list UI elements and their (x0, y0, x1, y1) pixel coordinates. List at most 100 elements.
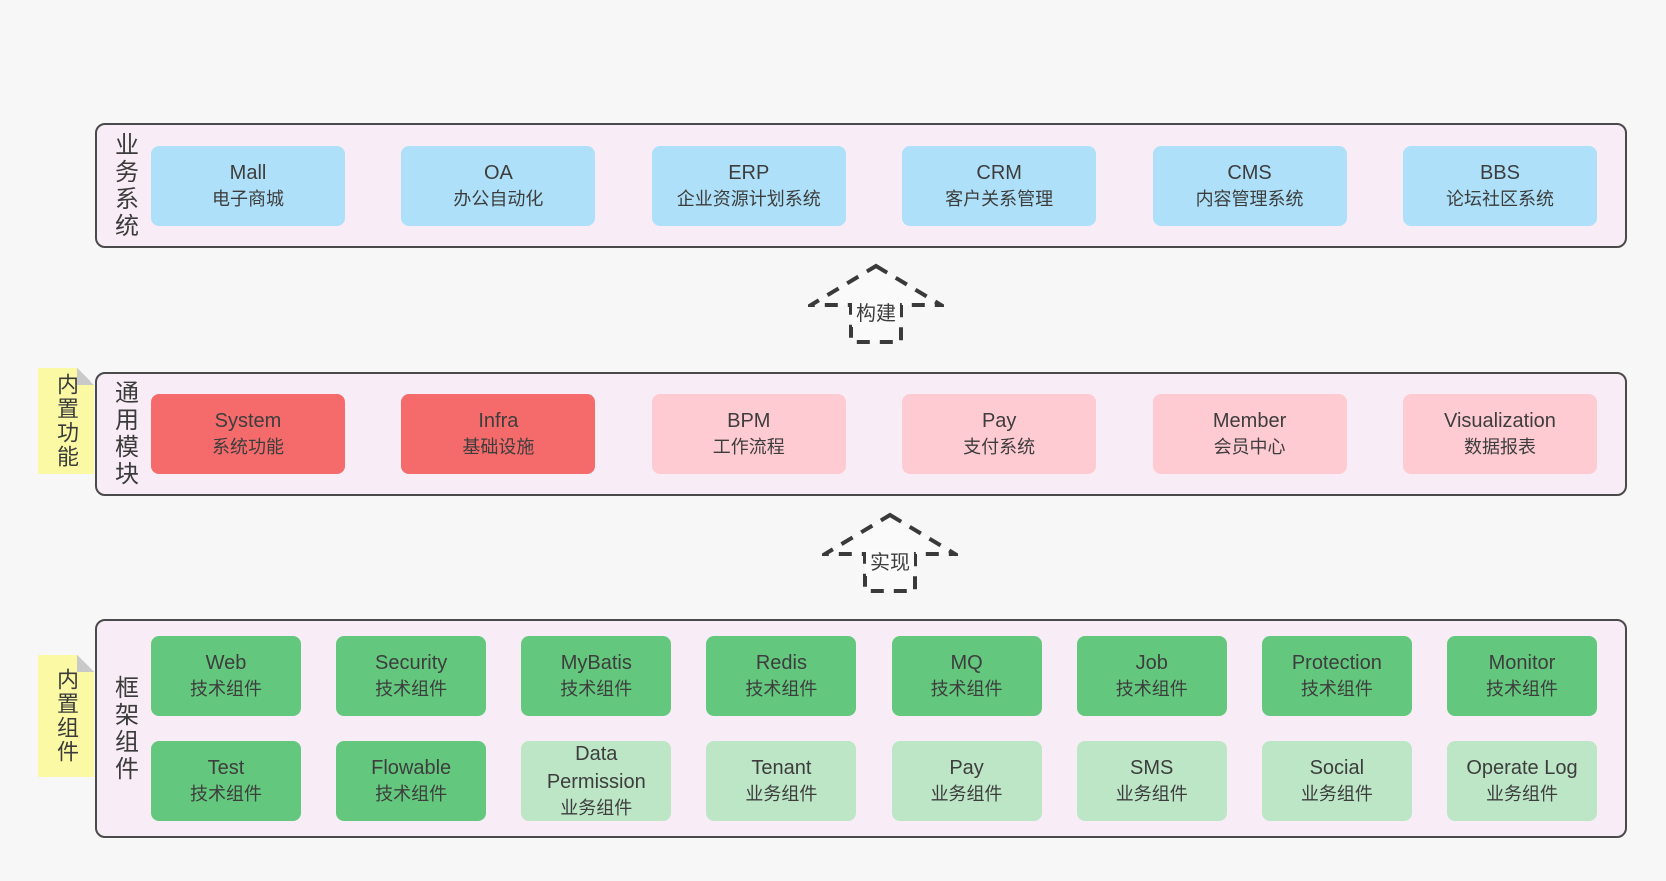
box-name: Pay (981, 410, 1017, 433)
box-security: Security 技术组件 (336, 636, 487, 716)
band-title: 框架组件 (110, 674, 138, 783)
band-framework-components: 框架组件 Web 技术组件 Security 技术组件 MyBatis 技术组件… (95, 619, 1627, 838)
band-label-column: 框架组件 (97, 621, 151, 836)
box-cms: CMS 内容管理系统 (1152, 145, 1347, 226)
arrow-label: 构建 (856, 302, 896, 325)
box-desc: 技术组件 (745, 679, 818, 700)
band-content: Mall 电子商城 OA 办公自动化 ERP 企业资源计划系统 CRM 客户关系… (151, 125, 1625, 246)
box-name: Member (1212, 410, 1287, 433)
box-desc: 基础设施 (462, 437, 535, 458)
box-name: System (214, 410, 282, 433)
box-flowable: Flowable 技术组件 (336, 741, 487, 821)
box-pay-biz: Pay 业务组件 (891, 741, 1042, 821)
box-name: Operate Log (1466, 757, 1578, 780)
box-pay: Pay 支付系统 (902, 394, 1097, 474)
band-content: Web 技术组件 Security 技术组件 MyBatis 技术组件 Redi… (151, 621, 1625, 836)
sticky-note-label: 内置功能 (54, 373, 79, 469)
box-desc: 论坛社区系统 (1445, 188, 1554, 209)
box-monitor: Monitor 技术组件 (1446, 636, 1597, 716)
box-desc: 技术组件 (930, 679, 1003, 700)
box-member: Member 会员中心 (1152, 394, 1347, 474)
box-protection: Protection 技术组件 (1261, 636, 1412, 716)
box-visualization: Visualization 数据报表 (1402, 394, 1597, 474)
box-name: Web (205, 652, 247, 675)
box-desc: 技术组件 (190, 679, 262, 700)
sticky-note-label: 内置组件 (54, 668, 79, 764)
box-desc: 支付系统 (963, 437, 1036, 458)
box-name: Social (1309, 757, 1365, 780)
box-bpm: BPM 工作流程 (651, 394, 846, 474)
arrow-label: 实现 (870, 551, 910, 574)
band-row: Mall 电子商城 OA 办公自动化 ERP 企业资源计划系统 CRM 客户关系… (151, 145, 1597, 226)
box-name: Infra (478, 410, 519, 433)
box-name: Monitor (1488, 652, 1556, 675)
box-desc: 业务组件 (1115, 784, 1188, 805)
box-name: Security (375, 652, 448, 675)
box-desc: 工作流程 (712, 437, 785, 458)
box-oa: OA 办公自动化 (401, 145, 596, 226)
box-erp: ERP 企业资源计划系统 (651, 145, 846, 226)
folded-corner-icon (77, 655, 94, 672)
box-test: Test 技术组件 (151, 741, 301, 821)
band-title: 业务系统 (110, 131, 138, 240)
box-sms: SMS 业务组件 (1076, 741, 1227, 821)
band-label-column: 通用模块 (97, 374, 151, 494)
box-name: Protection (1291, 652, 1382, 675)
box-name: Job (1135, 652, 1168, 675)
box-mybatis: MyBatis 技术组件 (521, 636, 672, 716)
band-business-systems: 业务系统 Mall 电子商城 OA 办公自动化 ERP 企业资源计划系统 CRM (95, 123, 1627, 248)
box-desc: 技术组件 (560, 679, 633, 700)
band-title: 通用模块 (110, 380, 138, 488)
box-bbs: BBS 论坛社区系统 (1402, 145, 1597, 226)
box-mall: Mall 电子商城 (151, 145, 345, 226)
box-name: Data Permission (546, 743, 646, 794)
band-label-column: 业务系统 (97, 125, 151, 246)
box-name: Pay (949, 757, 984, 780)
box-desc: 会员中心 (1213, 437, 1286, 458)
box-name: Tenant (751, 757, 812, 780)
box-name: CRM (976, 161, 1022, 184)
box-name: ERP (728, 161, 770, 184)
box-name: MQ (950, 652, 983, 675)
box-desc: 系统功能 (212, 437, 284, 458)
box-desc: 客户关系管理 (945, 188, 1054, 209)
box-desc: 办公自动化 (453, 188, 544, 209)
band-row-technical: Web 技术组件 Security 技术组件 MyBatis 技术组件 Redi… (151, 636, 1597, 716)
box-name: BBS (1479, 161, 1520, 184)
box-name: SMS (1130, 757, 1174, 780)
box-mq: MQ 技术组件 (891, 636, 1042, 716)
box-desc: 技术组件 (1485, 679, 1558, 700)
sticky-note-built-in-features: 内置功能 (38, 368, 94, 474)
box-desc: 电子商城 (212, 188, 284, 209)
box-web: Web 技术组件 (151, 636, 301, 716)
box-job: Job 技术组件 (1076, 636, 1227, 716)
box-desc: 内容管理系统 (1195, 188, 1304, 209)
band-common-modules: 通用模块 System 系统功能 Infra 基础设施 BPM 工作流程 Pay (95, 372, 1627, 496)
box-operate-log: Operate Log 业务组件 (1446, 741, 1597, 821)
box-desc: 技术组件 (1115, 679, 1188, 700)
box-desc: 技术组件 (1300, 679, 1373, 700)
box-desc: 技术组件 (190, 784, 262, 805)
box-desc: 技术组件 (375, 679, 448, 700)
box-desc: 业务组件 (745, 784, 818, 805)
arrow-implement-up-icon: 实现 (822, 512, 958, 593)
box-desc: 业务组件 (930, 784, 1003, 805)
box-name: Mall (229, 161, 267, 184)
box-name: OA (483, 161, 513, 184)
box-redis: Redis 技术组件 (706, 636, 857, 716)
band-row-business: Test 技术组件 Flowable 技术组件 Data Permission … (151, 741, 1597, 821)
box-desc: 业务组件 (1300, 784, 1373, 805)
box-system: System 系统功能 (151, 394, 345, 474)
box-desc: 业务组件 (560, 798, 633, 819)
box-desc: 数据报表 (1463, 437, 1536, 458)
box-tenant: Tenant 业务组件 (706, 741, 857, 821)
box-crm: CRM 客户关系管理 (902, 145, 1097, 226)
box-social: Social 业务组件 (1261, 741, 1412, 821)
box-data-permission: Data Permission 业务组件 (521, 741, 672, 821)
band-content: System 系统功能 Infra 基础设施 BPM 工作流程 Pay 支付系统… (151, 374, 1625, 494)
box-name: Visualization (1443, 410, 1556, 433)
sticky-note-built-in-components: 内置组件 (38, 655, 94, 777)
box-name: Redis (755, 652, 807, 675)
box-desc: 业务组件 (1485, 784, 1558, 805)
